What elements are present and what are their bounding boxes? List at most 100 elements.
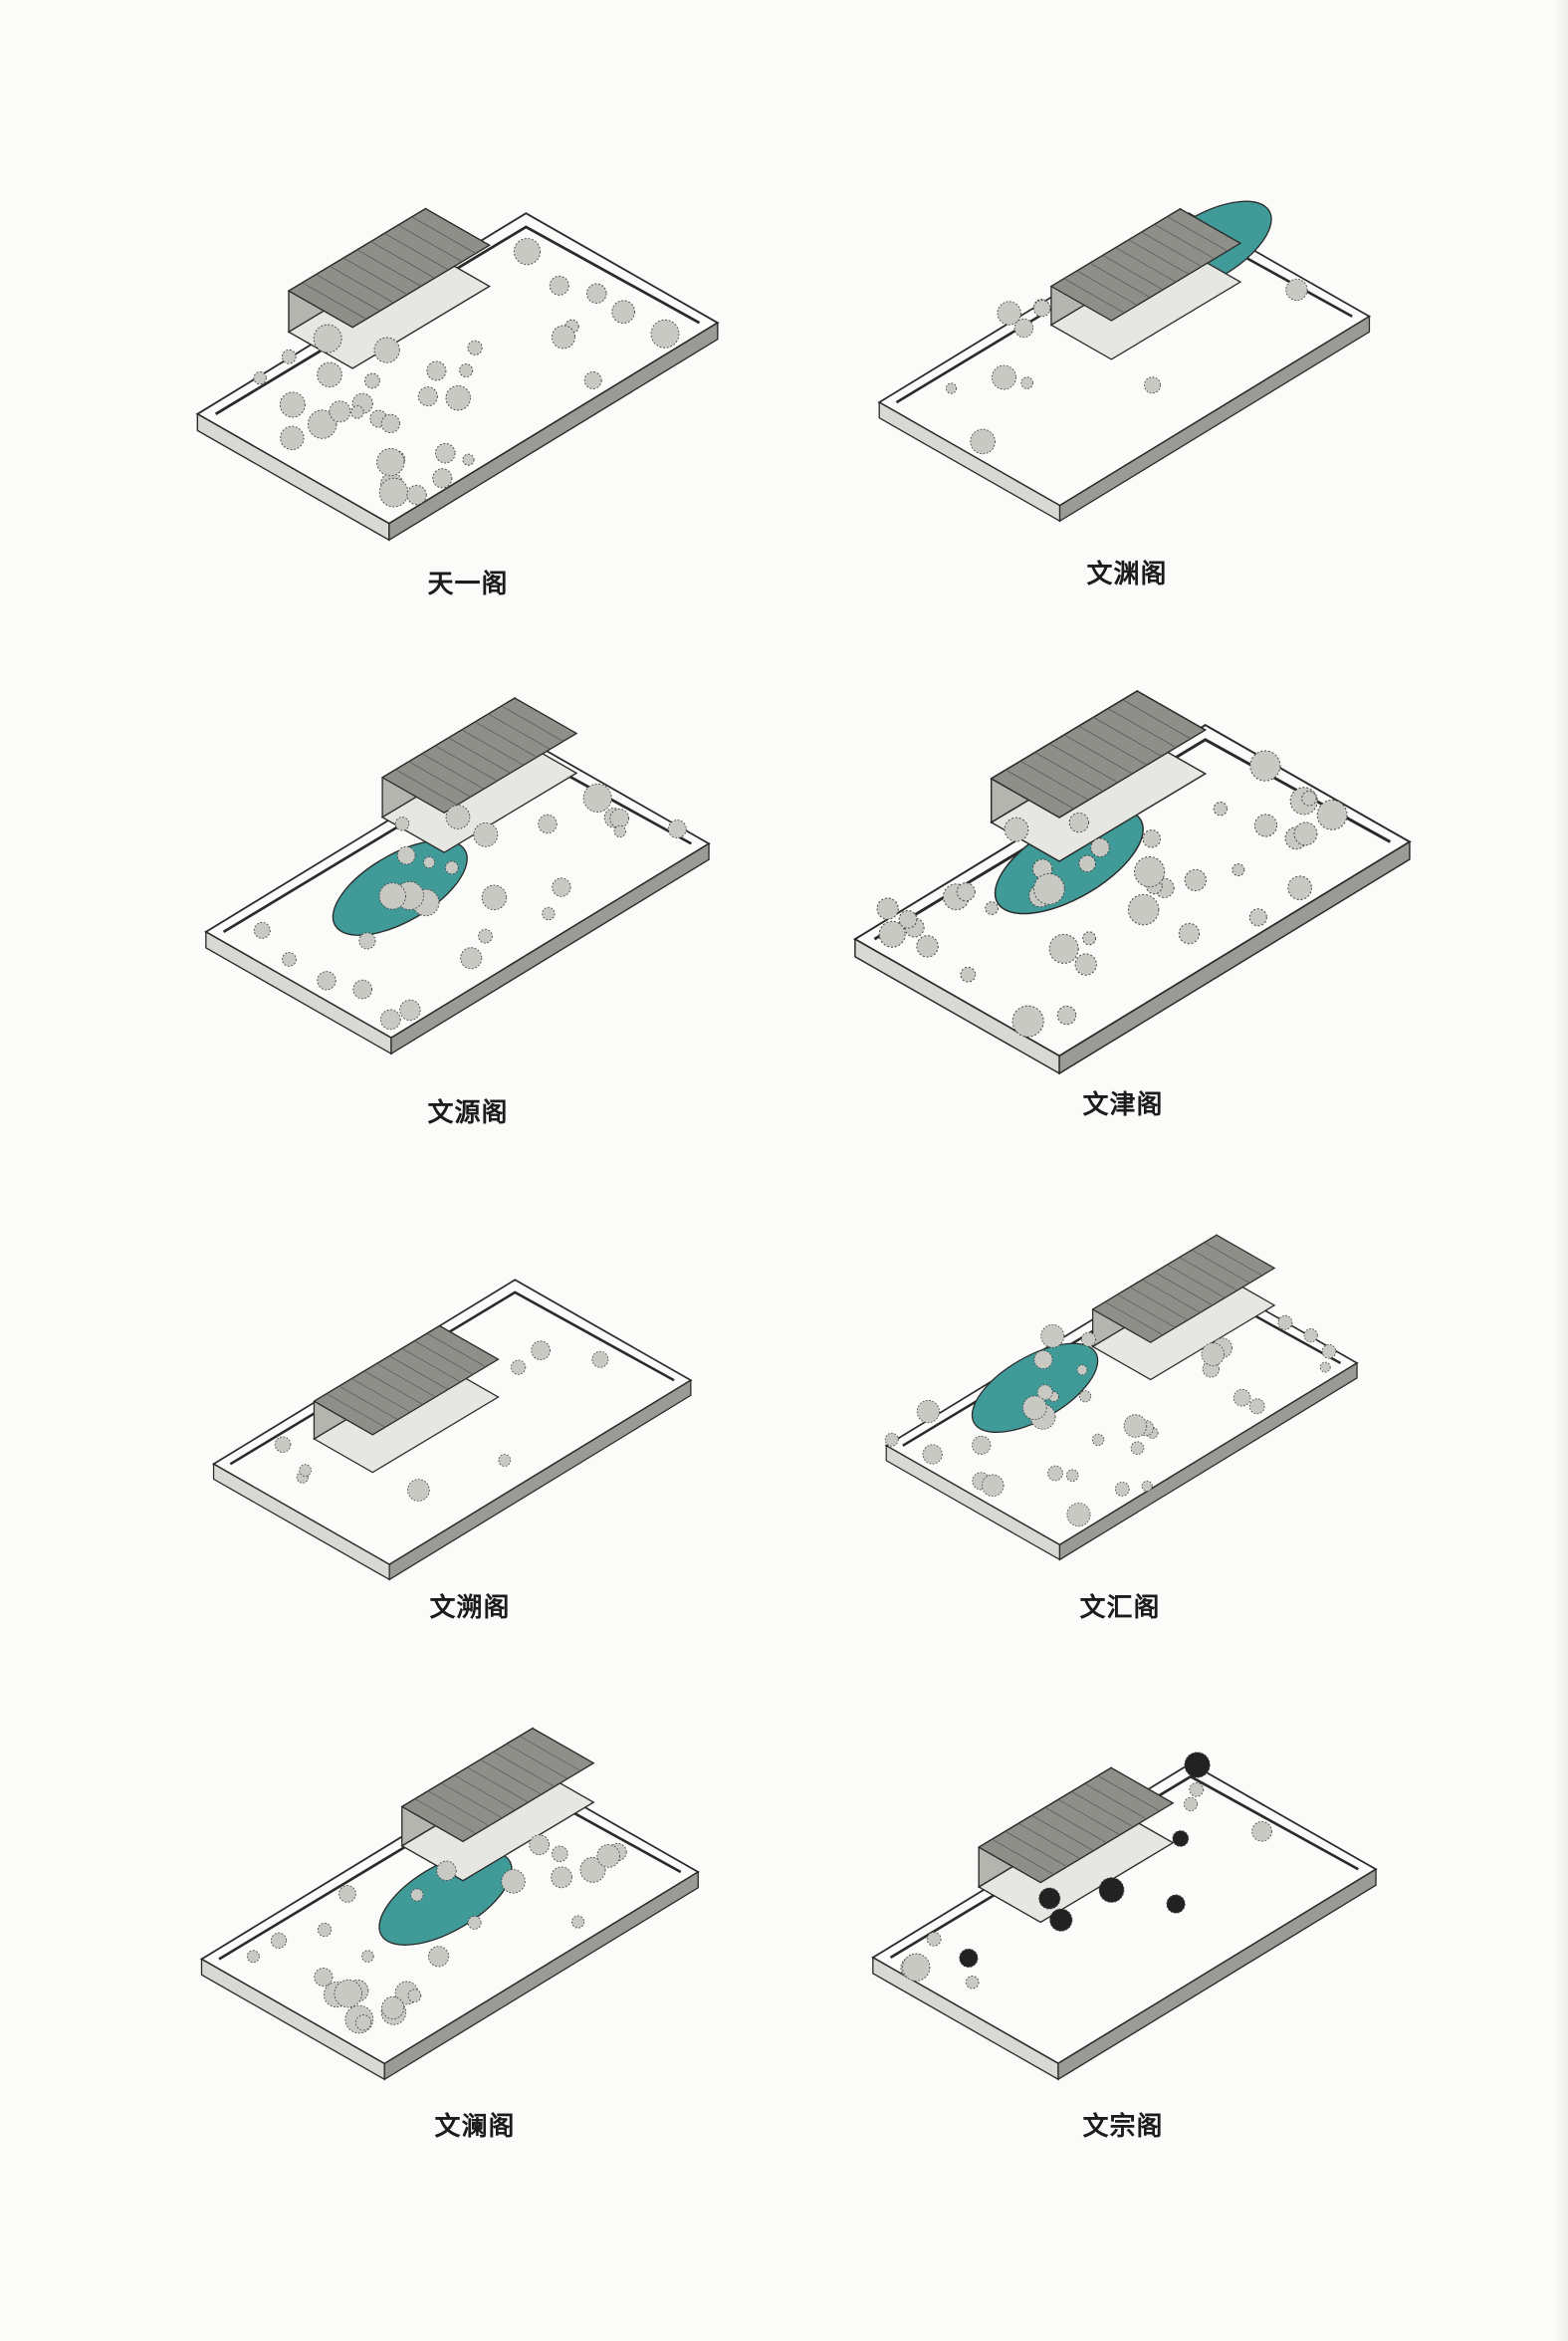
tree	[274, 1436, 292, 1453]
tree	[552, 877, 571, 897]
roof-tile-line	[1179, 1257, 1237, 1291]
roof-tile-line	[1017, 1822, 1081, 1859]
tree	[1184, 1752, 1211, 1778]
tree	[406, 484, 427, 506]
tree	[410, 1888, 424, 1902]
tree	[1285, 278, 1308, 302]
tree	[459, 363, 474, 378]
roof-tile-line	[467, 1766, 529, 1803]
tree	[313, 324, 342, 353]
roof-tile-line	[411, 216, 477, 254]
roof-tile-line	[1142, 1279, 1201, 1313]
tree	[613, 824, 626, 838]
tree	[498, 1454, 512, 1467]
roof-tile-line	[480, 1758, 542, 1795]
tree	[916, 935, 939, 958]
tree	[1004, 817, 1029, 842]
drawing-wenyuange-yuanmingyuan	[159, 667, 747, 1055]
tree	[922, 1444, 943, 1465]
tree	[361, 1950, 374, 1963]
roof-tile-line	[1097, 1775, 1161, 1812]
tree	[916, 1399, 940, 1424]
roof-tile-line	[427, 1790, 490, 1826]
tree	[552, 1845, 568, 1863]
tree	[1277, 1314, 1293, 1330]
drawing-wenhuige	[816, 1198, 1419, 1561]
caption-wenyuange-yuanmingyuan: 文源阁	[427, 1098, 509, 1128]
tree	[380, 413, 400, 434]
roof-tile-line	[302, 282, 367, 320]
roof-tile-line	[426, 1332, 487, 1368]
isometric-drawing	[199, 1727, 700, 2081]
tree	[1098, 1877, 1125, 1903]
isometric-drawing	[884, 1234, 1359, 1561]
roof-tile-line	[376, 1363, 436, 1398]
caption-wenjinge: 文津阁	[1082, 1090, 1164, 1120]
tree	[529, 1834, 551, 1856]
roof-tile-line	[519, 1736, 581, 1771]
roof-tile-line	[388, 1355, 449, 1390]
tree	[1078, 854, 1096, 873]
tree	[1080, 1331, 1096, 1347]
tree	[307, 409, 337, 439]
drawing-wenlange	[154, 1698, 737, 2081]
tree	[1251, 1820, 1272, 1842]
tree	[1049, 1908, 1073, 1932]
roof-tile-line	[1154, 1272, 1214, 1306]
tree	[282, 952, 297, 967]
roof-tile-line	[1071, 1790, 1134, 1828]
tree	[531, 1340, 551, 1360]
tree	[338, 1885, 356, 1903]
tree	[1253, 814, 1278, 837]
roof-tile-line	[474, 721, 538, 758]
roof-tile-line	[414, 1340, 474, 1375]
drawing-tianyige	[179, 139, 727, 543]
tree	[583, 371, 602, 389]
roof-tile-line	[488, 713, 551, 750]
tree	[902, 1953, 931, 1982]
perimeter-wall	[889, 1774, 1359, 1960]
tree	[959, 1948, 979, 1969]
tree	[511, 1359, 527, 1375]
roof-tile-line	[326, 1393, 386, 1428]
tree	[513, 238, 542, 266]
tree	[1301, 791, 1317, 807]
tree	[350, 405, 364, 419]
tree	[1172, 1830, 1190, 1847]
pond	[378, 1850, 513, 1946]
tree	[1066, 1503, 1091, 1527]
tree	[378, 477, 409, 508]
tree	[270, 1932, 288, 1949]
roof-tile-line	[316, 274, 380, 312]
roof-tile-line	[401, 1347, 461, 1383]
tree	[1020, 376, 1033, 389]
tree	[253, 921, 271, 939]
tree	[1114, 1482, 1130, 1497]
tree	[378, 882, 406, 910]
tree	[432, 468, 453, 489]
tree	[997, 301, 1021, 326]
tree	[1011, 1005, 1044, 1038]
roof-tile-line	[1084, 1782, 1147, 1820]
tree	[1319, 1361, 1331, 1373]
tree	[1166, 1894, 1186, 1914]
tree	[992, 364, 1016, 390]
tree	[478, 928, 493, 944]
platform-front	[1058, 1361, 1358, 1561]
tree	[586, 283, 607, 304]
tree	[481, 884, 508, 911]
roof-tile-line	[1104, 1301, 1164, 1335]
tree	[570, 1915, 585, 1929]
tree	[579, 1856, 606, 1883]
tree	[985, 901, 999, 915]
tree	[1032, 300, 1051, 318]
tree	[460, 947, 483, 970]
tree	[407, 1479, 430, 1502]
tree	[1183, 1796, 1199, 1811]
tree	[329, 400, 351, 423]
tree	[379, 1009, 401, 1031]
tree	[462, 453, 475, 466]
tree	[473, 821, 499, 847]
roof-tile-line	[1078, 725, 1148, 766]
tree	[551, 1866, 572, 1889]
